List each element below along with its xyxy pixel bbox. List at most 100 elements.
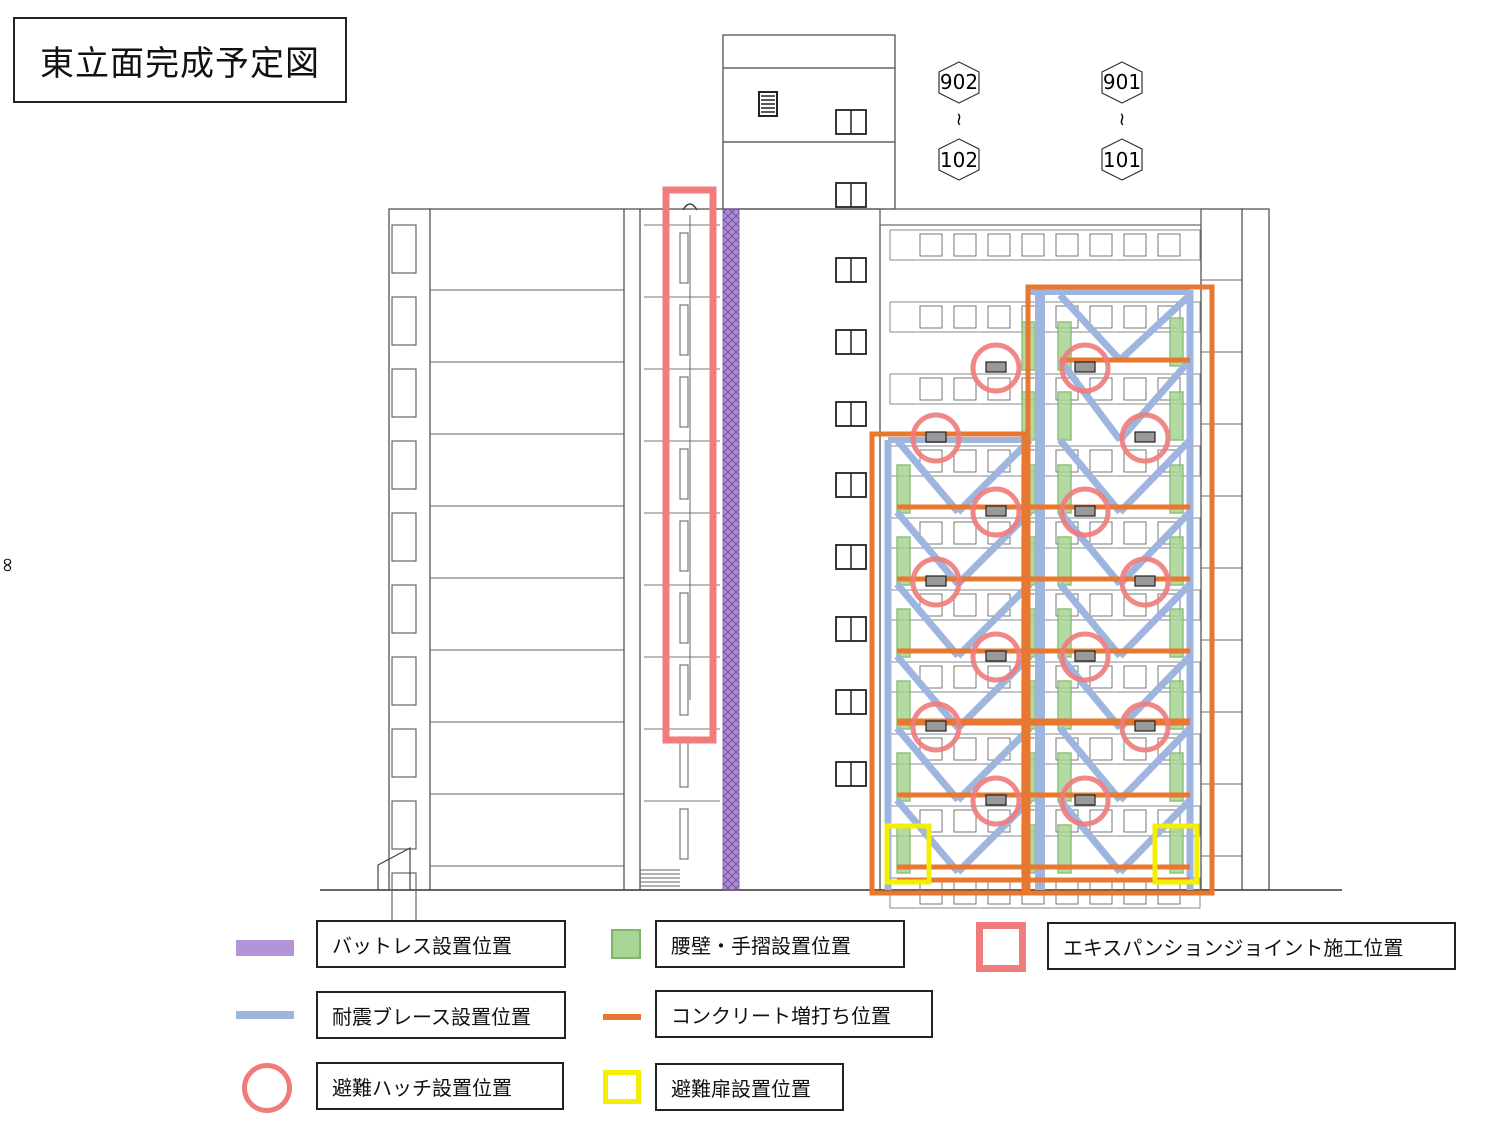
door-swatch [603, 1070, 641, 1104]
main-block [388, 208, 1270, 891]
stair-landing [391, 656, 417, 706]
hatch-box [1134, 720, 1156, 732]
hatch-box [925, 575, 947, 587]
hatch-box [1074, 650, 1096, 662]
hatch-marker [910, 701, 962, 753]
balcony-window [1089, 305, 1113, 329]
unit-tag-hex [938, 61, 980, 104]
buttress-swatch [236, 940, 294, 956]
stair-landing [391, 224, 417, 274]
hatch-box [985, 650, 1007, 662]
balcony-window [1089, 449, 1113, 473]
wall-panel [896, 536, 911, 586]
balcony-window [953, 305, 977, 329]
brace-member [1117, 725, 1193, 803]
stair-landing [391, 368, 417, 418]
balcony-window [1021, 233, 1045, 257]
unit-tag-102: 102 [940, 148, 978, 172]
seismic-braces [884, 289, 1194, 890]
wall-panel [1169, 608, 1184, 658]
balcony-window [1157, 449, 1181, 473]
brace-member [1057, 725, 1123, 803]
hatch-box [985, 794, 1007, 806]
expansion-joint [662, 186, 717, 744]
balcony-window [1157, 737, 1181, 761]
concrete-frame-right [1025, 284, 1215, 896]
balcony-window [1055, 233, 1079, 257]
balcony-post [679, 232, 689, 284]
wall-panel [896, 752, 911, 802]
wall-swatch [611, 929, 641, 959]
balcony-window [1123, 233, 1147, 257]
brace-member [1057, 292, 1123, 363]
hatch-marker [910, 556, 962, 608]
escape-hatches [910, 342, 1171, 827]
brace-swatch [236, 1011, 294, 1019]
hatch-marker [970, 486, 1022, 538]
unit-tag-902: 902 [940, 70, 978, 94]
penthouse-box [722, 34, 896, 210]
hatch-box [1134, 431, 1156, 443]
balcony-window [953, 737, 977, 761]
balcony-window [919, 233, 943, 257]
balcony-post [679, 520, 689, 572]
stair-landing [391, 872, 417, 922]
balcony-window [1157, 305, 1181, 329]
stair-landing [391, 296, 417, 346]
balcony-post [679, 808, 689, 860]
hatch-marker [1059, 486, 1111, 538]
brace-member [1117, 292, 1193, 363]
brace-member [894, 509, 961, 587]
balcony-post [679, 592, 689, 644]
wall-panel [896, 608, 911, 658]
balcony-window [1089, 737, 1113, 761]
hatch-box [1074, 505, 1096, 517]
joint-swatch [976, 922, 1026, 972]
concrete-frame-left [869, 431, 1027, 896]
brace-member [1057, 509, 1123, 587]
balcony-window [953, 521, 977, 545]
balcony-window [953, 377, 977, 401]
stair-landing [391, 800, 417, 850]
balcony-post [679, 448, 689, 500]
balcony-window [1157, 377, 1181, 401]
wall-panel [1169, 536, 1184, 586]
balcony-post [679, 304, 689, 356]
legend-door-label: 避難扉設置位置 [655, 1063, 844, 1111]
hatch-box [925, 431, 947, 443]
stair-landing [391, 440, 417, 490]
wall-panel [896, 680, 911, 730]
brace-member [1117, 437, 1193, 515]
brace-member [1117, 581, 1193, 659]
balcony-window [1123, 377, 1147, 401]
balcony-window [987, 305, 1011, 329]
balcony-window [953, 593, 977, 617]
legend-concrete-label: コンクリート増打ち位置 [655, 990, 933, 1038]
balcony-window [919, 521, 943, 545]
balcony-window [1157, 809, 1181, 833]
hatch-box [1134, 575, 1156, 587]
buttress [722, 208, 740, 891]
balcony-window [953, 233, 977, 257]
brace-member [1057, 581, 1123, 659]
wall-panel [1169, 317, 1184, 367]
hatch-marker [1119, 701, 1171, 753]
hatch-marker [1059, 775, 1111, 827]
balcony-window [919, 305, 943, 329]
wall-panel [896, 464, 911, 514]
brace-member [894, 725, 961, 803]
balcony-window [1123, 809, 1147, 833]
stair-landing [391, 728, 417, 778]
brace-member [1057, 797, 1123, 875]
wall-panel [1169, 464, 1184, 514]
brace-member [1057, 653, 1123, 731]
brace-member [955, 437, 1033, 515]
legend-buttress-label: バットレス設置位置 [316, 920, 566, 968]
unit-tag-hex [938, 138, 980, 181]
hatch-box [1074, 361, 1096, 373]
wall-panel [1169, 680, 1184, 730]
balcony-window [1157, 521, 1181, 545]
unit-tag-hex [1101, 61, 1143, 104]
hatch-marker [970, 342, 1022, 394]
